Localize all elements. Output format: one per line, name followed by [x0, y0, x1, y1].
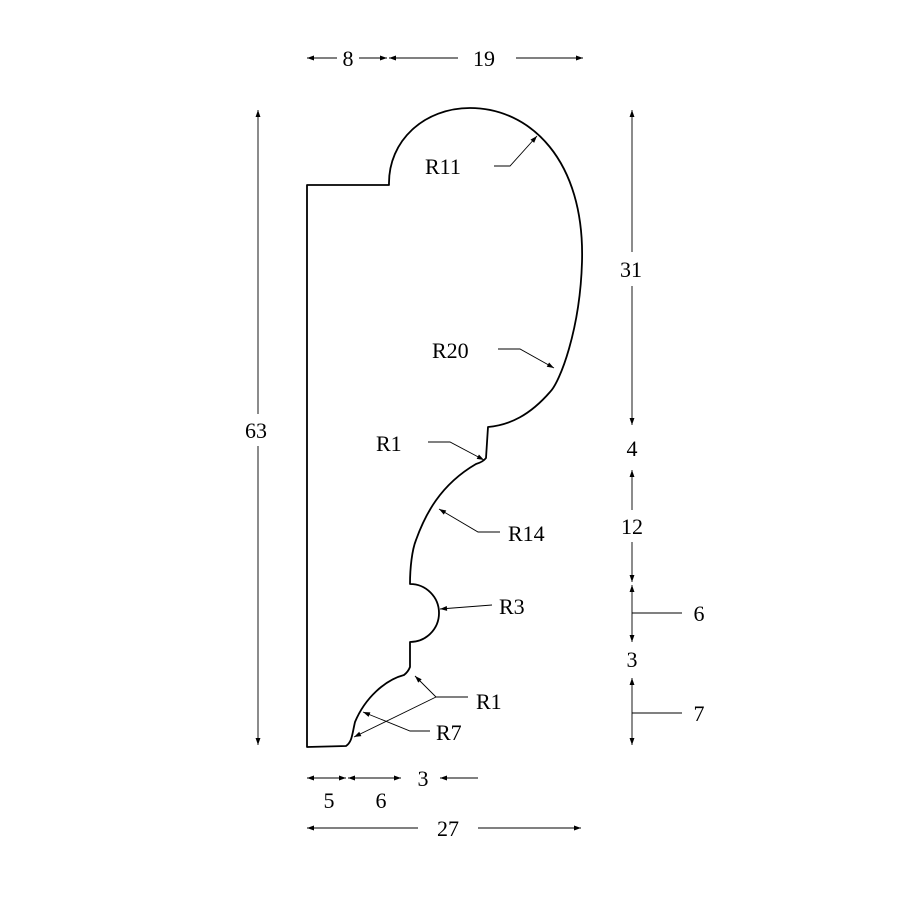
dim-label-3: 3: [627, 647, 638, 672]
dim-total-height: 63: [236, 110, 280, 745]
dim-total-width: 27: [307, 813, 581, 843]
dim-label-63: 63: [245, 418, 267, 443]
radius-callout-r11: R11: [425, 135, 538, 179]
radius-label-r1-lower: R1: [476, 689, 502, 714]
dim-label-5: 5: [324, 788, 335, 813]
dim-right-31: 31: [612, 110, 656, 425]
dim-right-7: 7: [629, 678, 705, 745]
dim-top-right: 19: [389, 44, 583, 72]
dim-label-4: 4: [627, 436, 638, 461]
radius-callout-r7: R7: [362, 711, 462, 745]
dim-label-6: 6: [694, 601, 705, 626]
dim-right-12: 12: [612, 470, 656, 582]
radius-label-r1-upper: R1: [376, 431, 402, 456]
dim-top-left: 8: [307, 44, 387, 72]
radius-callout-r1-lower: R1: [353, 675, 502, 738]
dim-label-7: 7: [694, 701, 705, 726]
dim-label-12: 12: [621, 514, 643, 539]
dim-right-4: 4: [620, 432, 644, 462]
radius-label-r11: R11: [425, 154, 461, 179]
radius-label-r7: R7: [436, 720, 462, 745]
profile-outline: [306, 107, 583, 748]
dim-label-8: 8: [343, 46, 354, 71]
dim-right-3: 3: [620, 645, 644, 675]
radius-callout-r1-upper: R1: [376, 431, 485, 461]
dim-right-6: 6: [629, 585, 705, 642]
dim-label-19: 19: [473, 46, 495, 71]
dim-label-6-bottom: 6: [376, 788, 387, 813]
dim-bottom-small: 5 6 3: [307, 766, 478, 813]
radius-label-r3: R3: [499, 594, 525, 619]
dim-label-27: 27: [437, 816, 459, 841]
dim-label-3-bottom: 3: [418, 766, 429, 791]
dim-label-31: 31: [620, 257, 642, 282]
radius-callout-r14: R14: [438, 508, 545, 546]
radius-callout-r3: R3: [439, 594, 525, 619]
radius-label-r20: R20: [432, 338, 469, 363]
radius-callout-r20: R20: [432, 338, 555, 369]
radius-label-r14: R14: [508, 521, 545, 546]
